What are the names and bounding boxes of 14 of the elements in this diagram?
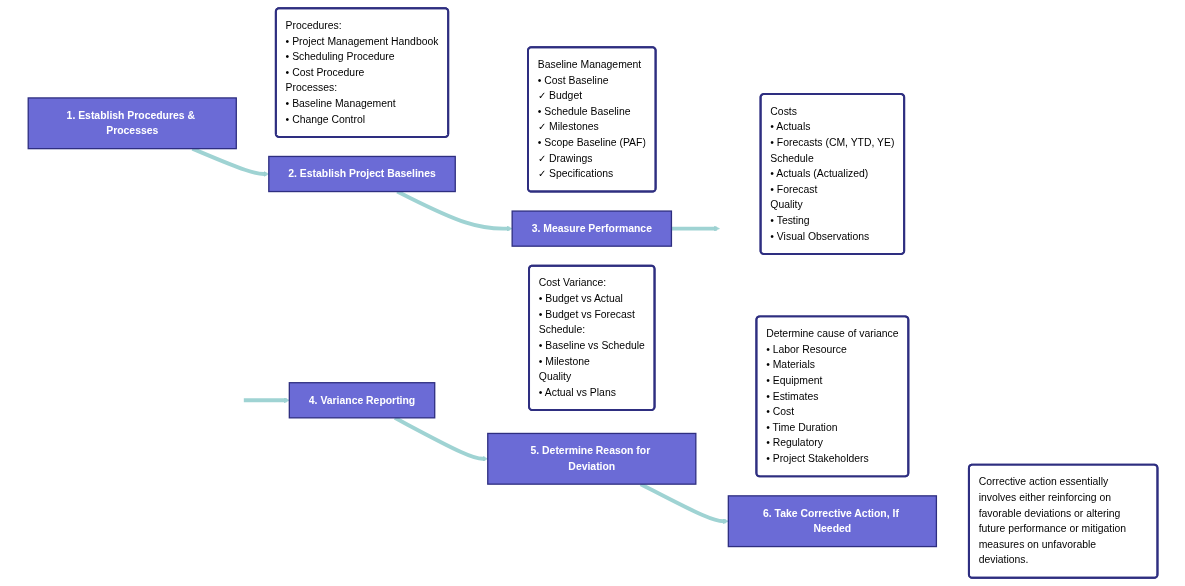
step-header-box: 2. Establish Project Baselines [267, 155, 456, 193]
step-header-box: 3. Measure Performance [511, 210, 672, 247]
step-detail-box: Baseline Management • Cost Baseline ✓ Budget • Schedule Baseline ✓ Milestones • Scope Baseline (PAF) ✓ Drawings ✓ Specifications [526, 46, 657, 193]
step-header-box: 4. Variance Reporting [288, 382, 435, 419]
step-detail-box: Corrective action essentially involves either reinforcing on favorable deviations or altering future performance or mitigation measures on unfavorable deviations. [967, 463, 1159, 579]
step-header-box: 5. Determine Reason for Deviation [486, 432, 697, 485]
step-header-box: 6. Take Corrective Action, If Needed [727, 495, 937, 548]
step-detail-box: Cost Variance: • Budget vs Actual • Budget vs Forecast Schedule: • Baseline vs Schedule • Milestone Quality • Actual vs Plans [527, 264, 656, 411]
arrow [671, 225, 720, 232]
arrow [393, 416, 488, 462]
step-header-box: 1. Establish Procedures & Processes [27, 97, 237, 150]
step-detail-box: Determine cause of variance • Labor Resource • Materials • Equipment • Estimates • Cost • Time Duration • Regulatory • Project Stakeholders [755, 315, 909, 478]
step-detail-box: Procedures: • Project Management Handbook • Scheduling Procedure • Cost Procedure Processes: • Baseline Management • Change Control [274, 7, 449, 138]
step-detail-box: Costs • Actuals • Forecasts (CM, YTD, YE) Schedule • Actuals (Actualized) • Forecast Quality • Testing • Visual Observations [759, 93, 905, 255]
